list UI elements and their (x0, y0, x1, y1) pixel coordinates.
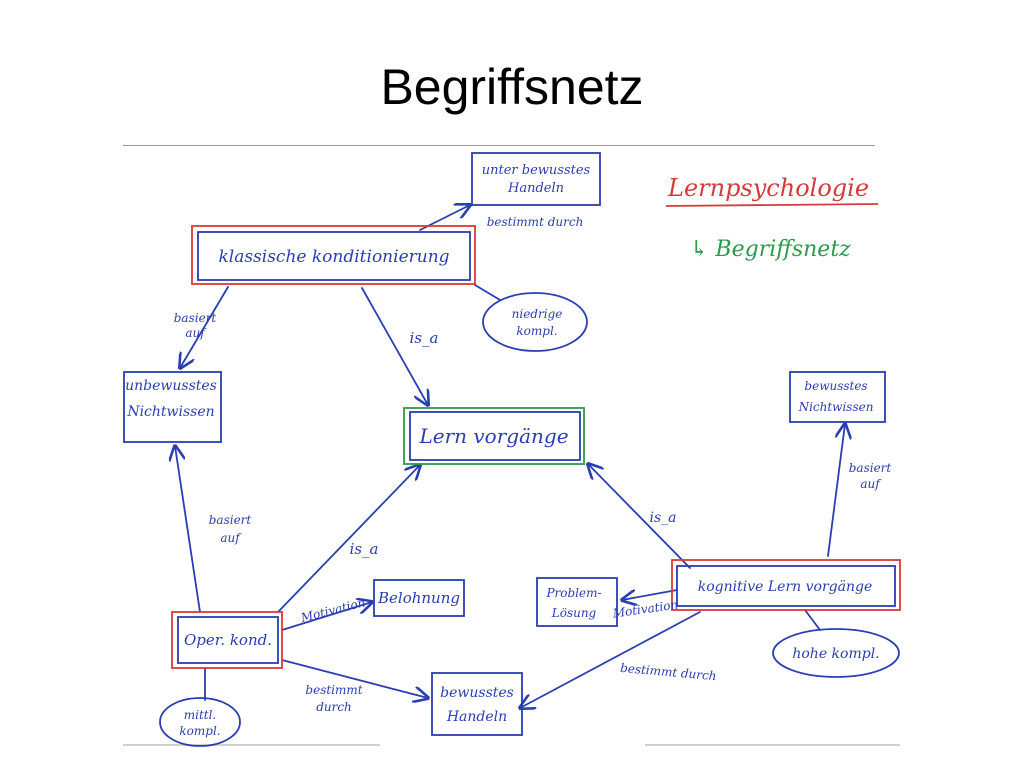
subtopic-annotation: ↳ Begriffsnetz (690, 237, 851, 262)
node-label-oper: Oper. kond. (184, 631, 272, 649)
label-line: Lösung (551, 606, 597, 620)
edge-kognitive-to-bewusstes-h (520, 611, 701, 708)
edge-oper-to-lernvorgaenge (277, 465, 420, 613)
node-box-kognitive (676, 565, 896, 607)
topic-underline (665, 203, 879, 207)
label-line: Lern vorgänge (418, 424, 568, 448)
label-line: bewusstes (440, 685, 514, 701)
edge-oper-to-belohnung (281, 602, 372, 631)
node-label-klassisch: klassische konditionierung (218, 247, 449, 267)
edge-label-motivation1: Motivation (298, 595, 366, 625)
slide-title: Begriffsnetz (380, 59, 644, 115)
node-box-lernvorgaenge (409, 411, 581, 461)
label-line: kompl. (516, 324, 557, 338)
label-line: auf (860, 477, 882, 491)
edge-oper-to-bewusstes-h (281, 659, 428, 698)
node-label-lernvorgaenge: Lern vorgänge (418, 424, 568, 448)
label-line: Belohnung (377, 589, 460, 607)
title-rule (123, 145, 875, 146)
node-label-belohnung: Belohnung (377, 589, 460, 607)
node-box-bewusstes-h (431, 672, 523, 736)
label-line: bewusstes (804, 379, 867, 393)
node-box-klassisch-red (191, 225, 476, 285)
node-box-oper-red (171, 611, 283, 669)
label-line: is_a (649, 510, 676, 526)
node-ellipse-mittl (159, 697, 241, 747)
label-line: niedrige (512, 307, 563, 321)
edge-label-isa2: is_a (649, 510, 676, 526)
label-line: basiert (174, 311, 217, 325)
label-line: is_a (350, 540, 379, 558)
node-box-unbewusstes (123, 371, 222, 443)
topic-annotation: Lernpsychologie (667, 174, 869, 202)
label-line: klassische konditionierung (218, 247, 449, 267)
label-line: auf (220, 531, 242, 545)
label-line: bestimmt durch (487, 215, 584, 229)
label-line: is_a (410, 329, 439, 347)
label-line: Motivation (298, 595, 366, 625)
label-line: bestimmt durch (620, 661, 717, 683)
label-line: Handeln (507, 181, 564, 196)
node-label-niedrige: niedrige kompl. (512, 307, 563, 338)
label-line: Nichtwissen (798, 400, 874, 414)
node-box-oper (177, 616, 279, 664)
edge-label-bestimmt1: bestimmt durch (487, 215, 584, 229)
label-line: bestimmt (305, 683, 362, 697)
edge-klassisch-to-unbewusstes (180, 286, 229, 368)
edge-label-bestimmt2: bestimmt durch (620, 661, 717, 683)
edge-kognitive-to-bewusstes-nw (827, 424, 845, 557)
label-line: Motivation (611, 598, 679, 621)
edge-label-basiert3: basiert auf (209, 513, 252, 545)
node-label-hohe: hohe kompl. (792, 646, 879, 662)
label-line: Problem- (545, 586, 601, 600)
edge-label-motivation2: Motivation (611, 598, 679, 621)
node-box-belohnung (373, 579, 465, 617)
edge-klassisch-to-lernvorgaenge (361, 287, 428, 405)
label-line: unbewusstes (125, 378, 217, 394)
edge-label-isa3: is_a (350, 540, 379, 558)
label-line: Oper. kond. (184, 631, 272, 649)
label-line: kognitive Lern vorgänge (698, 579, 872, 595)
edge-klassisch-to-niedrige (474, 284, 501, 301)
node-box-problem (536, 577, 618, 627)
edge-kognitive-to-problem (622, 589, 678, 600)
node-box-klassisch (197, 231, 471, 281)
edge-label-basiert2: basiert auf (849, 461, 892, 491)
edge-label-isa1: is_a (410, 329, 439, 347)
node-box-unterbewusstes (471, 152, 601, 206)
label-line: Handeln (446, 709, 507, 725)
label-line: auf (185, 326, 207, 340)
node-box-bewusstes-nw (789, 371, 886, 423)
label-line: kompl. (179, 724, 220, 738)
label-line: hohe kompl. (792, 646, 879, 662)
node-label-kognitive: kognitive Lern vorgänge (698, 579, 872, 595)
label-line: basiert (209, 513, 252, 527)
edge-kognitive-to-hohe (804, 609, 821, 631)
label-line: Nichtwissen (126, 404, 214, 420)
edge-oper-to-unbewusstes (175, 446, 201, 613)
node-label-problem: Problem- Lösung (545, 586, 601, 620)
node-box-lernvorgaenge-green (403, 407, 585, 465)
label-line: mittl. (184, 708, 217, 722)
label-line: durch (316, 700, 352, 714)
node-box-kognitive-red (671, 559, 901, 611)
label-line: unter bewusstes (482, 163, 591, 178)
label-line: basiert (849, 461, 892, 475)
edge-kognitive-to-lernvorgaenge (588, 464, 691, 569)
node-ellipse-niedrige (482, 292, 588, 352)
node-label-mittl: mittl. kompl. (179, 708, 220, 738)
edge-label-bestimmt3: bestimmt durch (305, 683, 362, 714)
node-ellipse-hohe (772, 628, 900, 678)
